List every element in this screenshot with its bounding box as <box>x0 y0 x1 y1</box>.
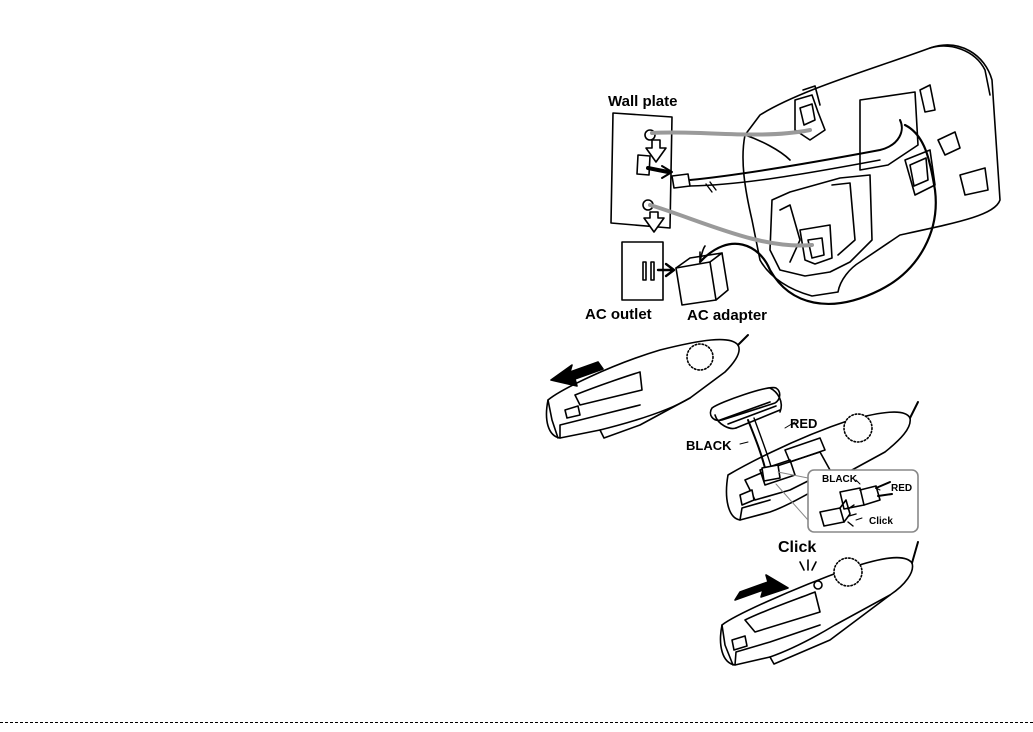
label-click: Click <box>778 540 816 556</box>
inset-label-red: RED <box>891 484 912 494</box>
label-ac-adapter: AC adapter <box>687 308 767 323</box>
handset-cover-removal <box>547 335 749 438</box>
base-station <box>743 45 1000 296</box>
ac-adapter <box>676 246 728 305</box>
handset-cover-install <box>721 542 918 665</box>
inset-label-click: Click <box>869 517 893 527</box>
handset-battery-insert <box>710 388 918 532</box>
label-red-wire: RED <box>790 417 817 430</box>
label-black-wire: BLACK <box>686 439 732 452</box>
label-ac-outlet: AC outlet <box>585 307 652 322</box>
inset-label-black: BLACK <box>822 475 857 485</box>
label-wall-plate: Wall plate <box>608 94 677 109</box>
bottom-divider <box>0 722 1033 723</box>
ac-outlet <box>622 242 674 300</box>
